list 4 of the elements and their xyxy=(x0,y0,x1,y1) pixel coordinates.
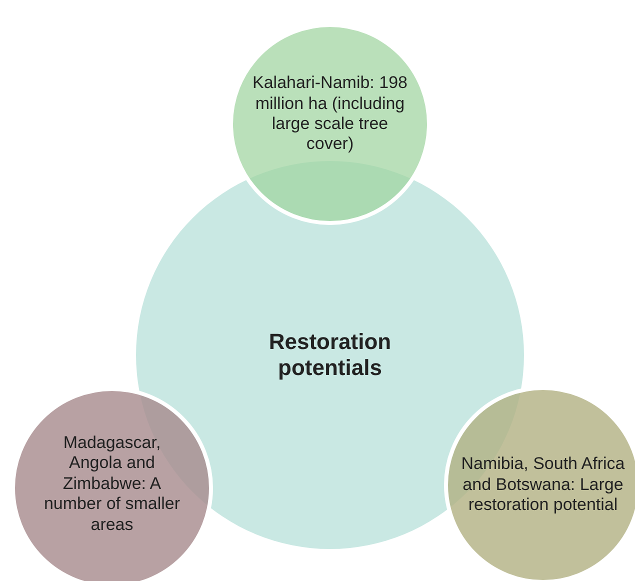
circle-label: Namibia, South Africa and Botswana: Large restoration potential xyxy=(460,454,626,516)
circle-label: Madagascar, Angola and Zimbabwe: A number of smaller areas xyxy=(42,433,182,535)
circle-label: Kalahari-Namib: 198 million ha (including large scale tree cover) xyxy=(252,73,408,155)
center-title: Restoration potentials xyxy=(268,328,392,382)
